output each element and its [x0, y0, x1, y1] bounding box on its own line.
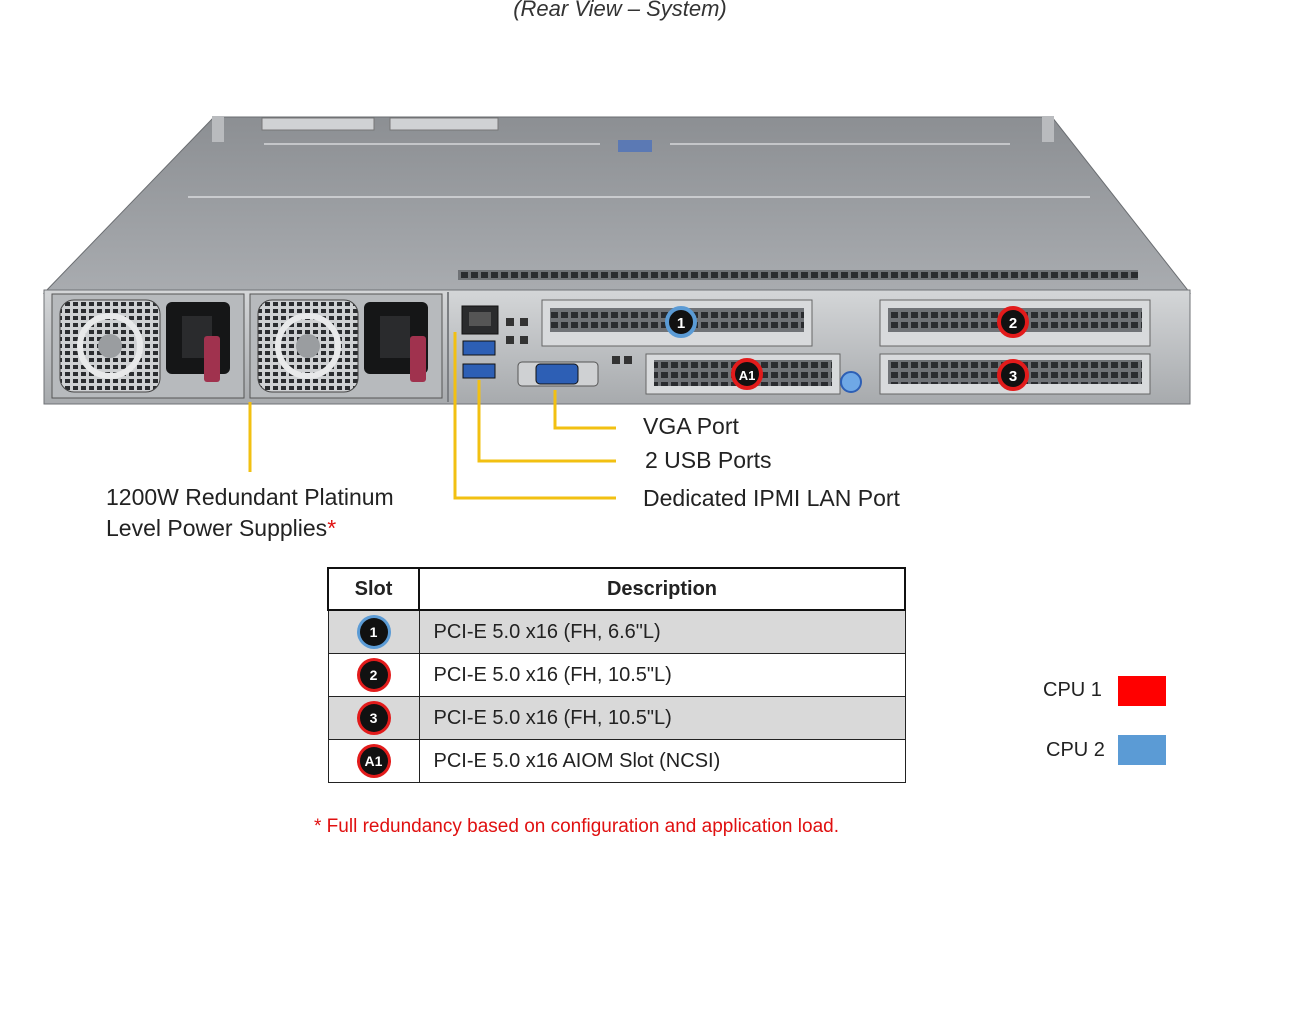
slot-description-table: Slot Description 1 PCI-E 5.0 x16 (FH, 6.… — [327, 567, 906, 783]
redundancy-footnote: * Full redundancy based on configuration… — [314, 816, 839, 837]
slot-1-marker: 1 — [665, 306, 697, 338]
slot-3-marker-label: 3 — [1009, 368, 1017, 385]
power-supply-label-line2: Level Power Supplies* — [106, 513, 394, 544]
usb-callout-line — [477, 380, 616, 463]
slot-a1-marker-label: A1 — [739, 368, 756, 383]
ipmi-lan-port-label: Dedicated IPMI LAN Port — [643, 485, 900, 511]
server-rear-illustration: 1 2 3 A1 — [42, 116, 1192, 500]
vga-callout-line — [553, 390, 616, 430]
description-cell: PCI-E 5.0 x16 (FH, 10.5"L) — [418, 696, 906, 740]
slot-badge: 1 — [359, 618, 388, 646]
usb-ports-label: 2 USB Ports — [645, 447, 772, 473]
legend-cpu1-swatch — [1118, 676, 1166, 706]
description-column-header: Description — [418, 567, 906, 611]
slot-2-marker: 2 — [997, 306, 1029, 338]
table-row: 1 PCI-E 5.0 x16 (FH, 6.6"L) — [327, 609, 906, 654]
slot-cell: 3 — [327, 696, 420, 740]
power-supply-2 — [249, 293, 443, 399]
legend-cpu2-swatch — [1118, 735, 1166, 765]
table-row: 2 PCI-E 5.0 x16 (FH, 10.5"L) — [327, 653, 906, 697]
slot-column-header: Slot — [327, 567, 420, 611]
slot-a1-marker: A1 — [731, 358, 763, 390]
legend-cpu1-label: CPU 1 — [1043, 679, 1102, 701]
vga-port-label: VGA Port — [643, 413, 739, 439]
power-supply-footnote-mark: * — [327, 515, 337, 541]
slot-badge: 3 — [359, 704, 388, 732]
slot-1-marker-label: 1 — [677, 315, 685, 332]
power-supply-label-text: Level Power Supplies — [106, 515, 328, 541]
description-cell: PCI-E 5.0 x16 (FH, 10.5"L) — [418, 653, 906, 697]
slot-cell: A1 — [327, 739, 420, 783]
slot-cell: 1 — [327, 609, 420, 654]
table-row: A1 PCI-E 5.0 x16 AIOM Slot (NCSI) — [327, 739, 906, 783]
slot-cell: 2 — [327, 653, 420, 697]
diagram-title: (Rear View – System) — [513, 0, 727, 21]
description-cell: PCI-E 5.0 x16 AIOM Slot (NCSI) — [418, 739, 906, 783]
chassis-top-cover — [42, 116, 1192, 294]
description-cell: PCI-E 5.0 x16 (FH, 6.6"L) — [418, 609, 906, 654]
legend-cpu2-label: CPU 2 — [1046, 739, 1105, 761]
io-panel — [461, 305, 632, 387]
power-supply-label: 1200W Redundant Platinum Level Power Sup… — [106, 482, 394, 544]
slot-3-marker: 3 — [997, 359, 1029, 391]
power-supply-1 — [51, 293, 245, 399]
ipmi-callout-line — [453, 332, 616, 500]
slot-badge: 2 — [359, 661, 388, 689]
slot-badge: A1 — [359, 747, 388, 775]
power-supply-label-line1: 1200W Redundant Platinum — [106, 484, 394, 510]
slot-2-marker-label: 2 — [1009, 315, 1017, 332]
table-row: 3 PCI-E 5.0 x16 (FH, 10.5"L) — [327, 696, 906, 740]
